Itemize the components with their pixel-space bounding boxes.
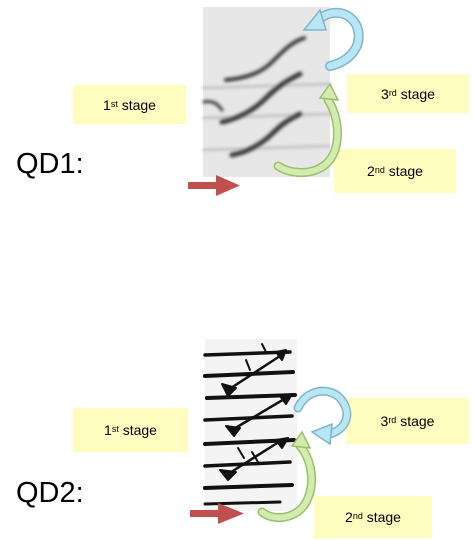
qd2-stage-2-num: 2 [345,509,353,525]
qd2-stage-3-num: 3 [380,413,389,429]
qd2-stage-1-num: 1 [104,422,112,438]
qd2-stage-3-word: stage [400,413,435,429]
qd2-stage-2-suffix: nd [352,511,363,521]
qd1-stage-2-word: stage [388,163,423,179]
qd1-green-curved-arrow [273,82,342,177]
qd2-label: QD2: [16,477,84,509]
qd1-stage-3-num: 3 [381,85,389,102]
qd2-red-arrow [190,503,244,524]
qd2-green-curved-arrow [257,430,317,522]
qd1-blue-curved-arrow [302,7,364,71]
qd1-label: QD1: [16,148,84,180]
qd1-red-arrow [188,175,240,196]
qd1-stage-1-num: 1 [103,96,111,113]
qd1-stage-2-num: 2 [367,163,375,179]
qd1-stage-1-suffix: st [110,98,118,109]
qd2-stage-3-suffix: rd [388,415,397,425]
qd1-stage-3-suffix: rd [388,87,397,98]
qd2-stage-1-word: stage [122,422,157,438]
qd2-blue-curved-arrow [293,386,352,446]
qd2-stage-2-word: stage [366,509,401,525]
qd2-stage-1-suffix: st [111,424,119,434]
qd1-stage-1-word: stage [121,96,156,113]
qd1-stage-2-suffix: nd [374,165,385,175]
qd1-stage-3-word: stage [400,85,435,102]
